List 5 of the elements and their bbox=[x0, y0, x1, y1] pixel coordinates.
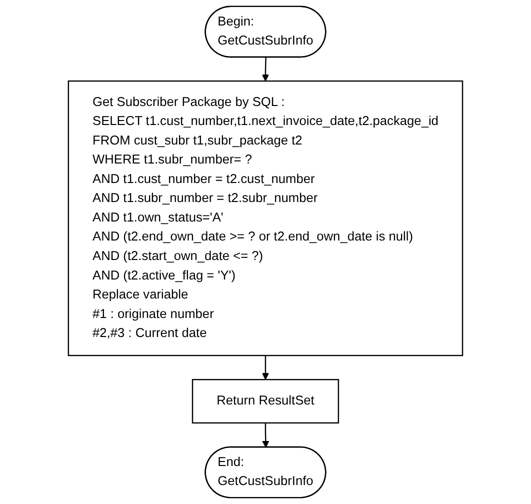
arrow bbox=[262, 57, 270, 82]
node-box bbox=[68, 80, 464, 356]
node-box bbox=[192, 379, 340, 424]
arrow bbox=[262, 356, 270, 380]
arrow bbox=[262, 422, 270, 448]
